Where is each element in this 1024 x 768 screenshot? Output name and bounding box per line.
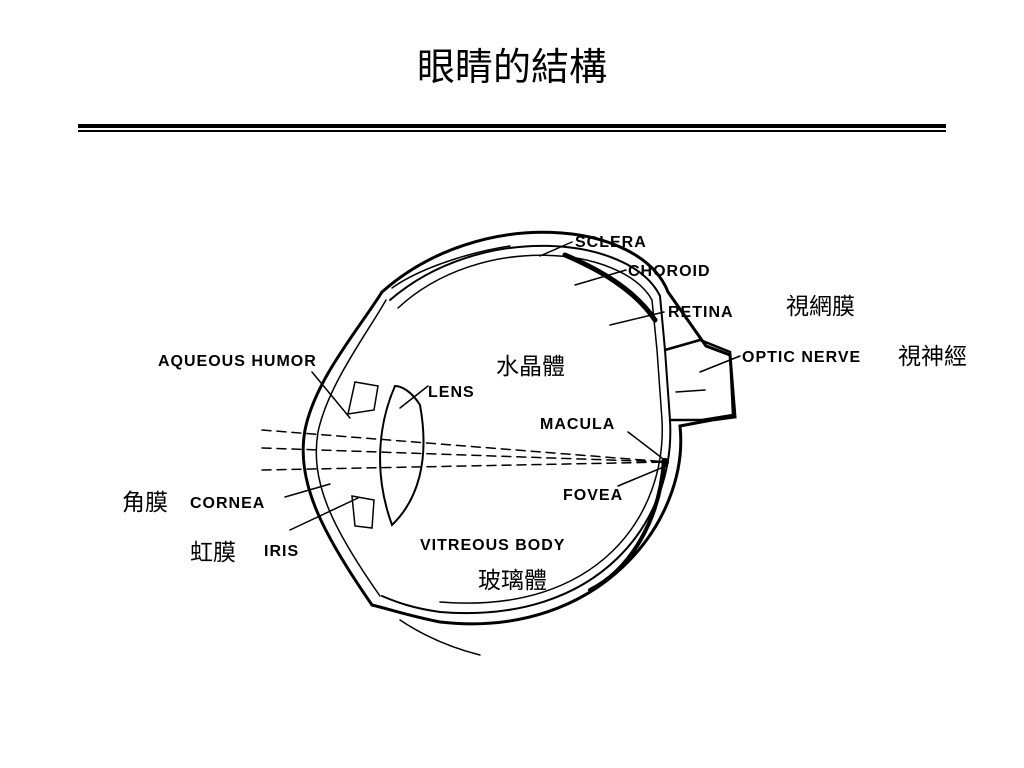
label-retina: RETINA (668, 304, 734, 321)
sclera-outline (370, 230, 737, 626)
label-aqueous-humor: AQUEOUS HUMOR (158, 353, 317, 370)
label-sclera: SCLERA (575, 234, 647, 251)
label-vitreous-body-zh: 玻璃體 (478, 568, 547, 594)
iris-upper (347, 381, 379, 415)
label-fovea: FOVEA (563, 487, 623, 504)
label-vitreous-body: VITREOUS BODY (420, 537, 565, 554)
label-iris: IRIS (264, 543, 299, 560)
cornea-outline (301, 290, 384, 607)
label-lens: LENS (428, 384, 475, 401)
label-optic-nerve-zh: 視神經 (898, 344, 967, 370)
label-optic-nerve: OPTIC NERVE (742, 349, 861, 366)
iris-lower (351, 495, 375, 529)
label-cornea: CORNEA (190, 495, 265, 512)
title-divider-thin (78, 130, 946, 132)
slide-title: 眼睛的結構 (416, 45, 607, 89)
optic-nerve-shape (663, 338, 735, 422)
retina-band (562, 252, 658, 323)
title-divider-thick (78, 124, 946, 128)
fovea-point (661, 458, 669, 466)
label-iris-zh: 虹膜 (190, 540, 236, 566)
eyelid-lower (399, 619, 481, 656)
label-cornea-zh: 角膜 (122, 490, 168, 516)
label-lens-zh: 水晶體 (496, 354, 565, 380)
retina-band-lower (588, 458, 666, 592)
retina-outline (397, 254, 663, 604)
label-macula: MACULA (540, 416, 615, 433)
eyelid-upper (391, 245, 511, 289)
lens-outline (379, 384, 425, 527)
choroid-outline (381, 244, 672, 615)
light-rays (261, 429, 669, 471)
label-retina-zh: 視網膜 (786, 294, 855, 320)
label-choroid: CHOROID (628, 263, 711, 280)
